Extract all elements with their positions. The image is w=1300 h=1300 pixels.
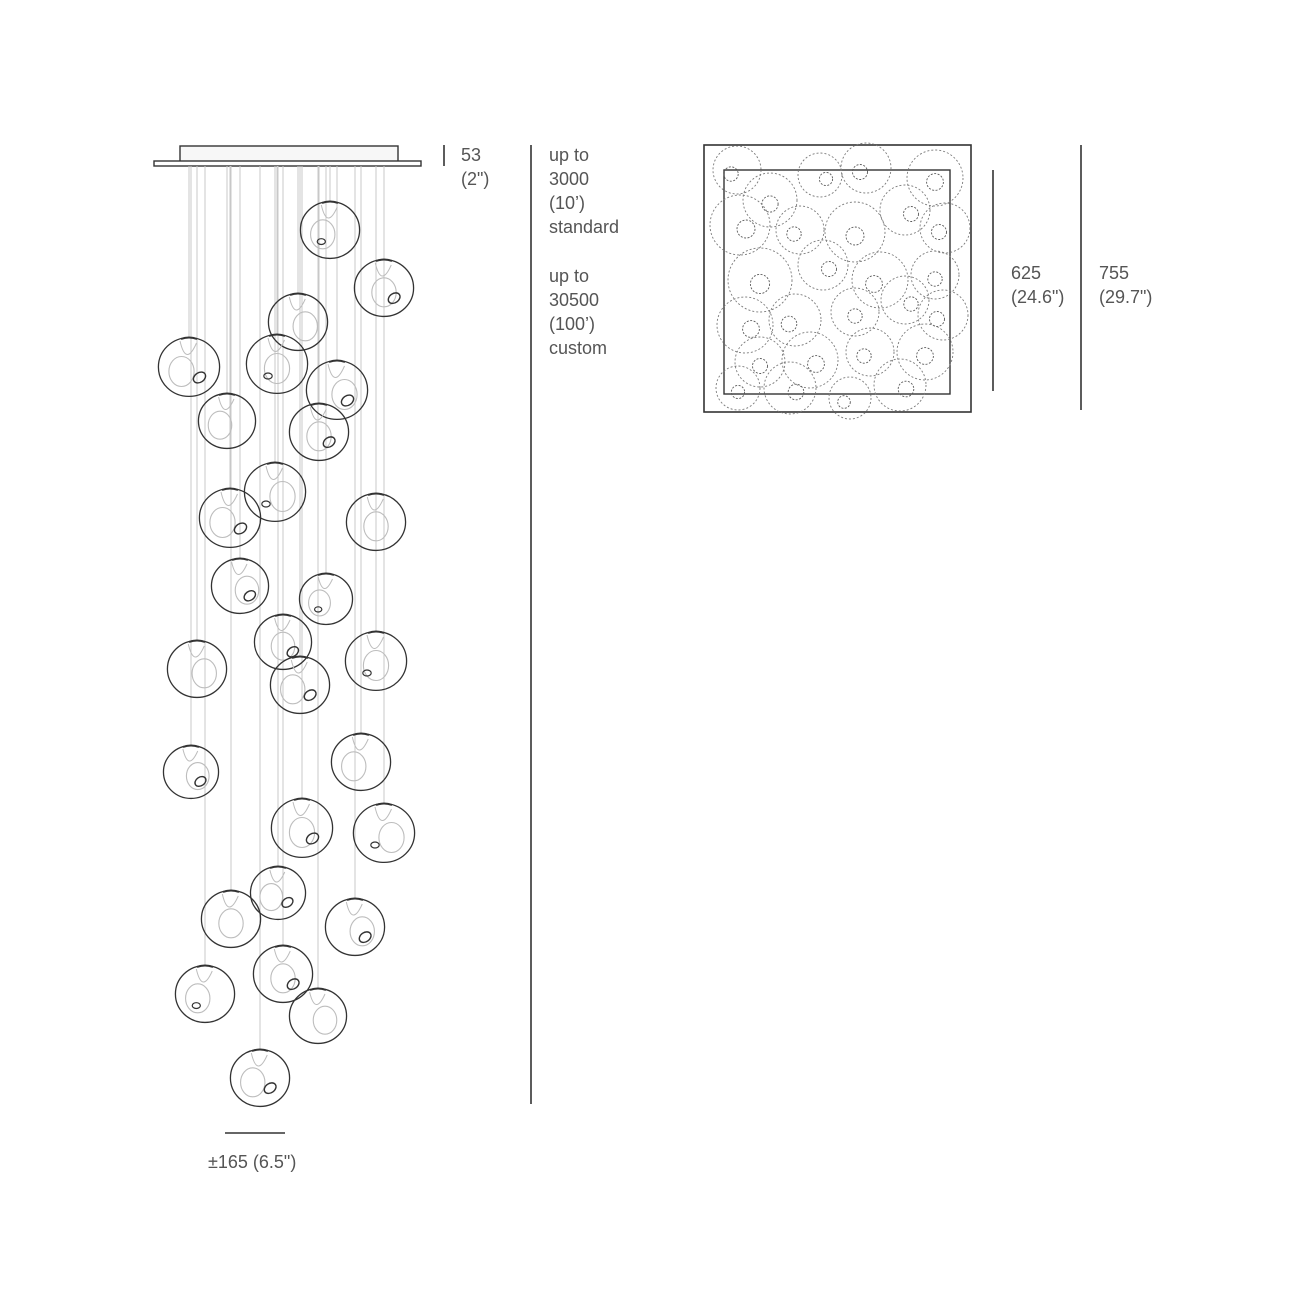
glass-globes xyxy=(157,200,416,1108)
glass-globe xyxy=(210,557,270,615)
plan-globe-outline xyxy=(824,201,886,263)
plan-globe-outline xyxy=(828,376,872,420)
glass-globe xyxy=(267,292,329,352)
canopy-height-inch: (2") xyxy=(461,169,490,189)
custom-length-label: up to 30500 (100’) custom xyxy=(549,264,607,360)
glass-globe xyxy=(352,802,416,864)
glass-globe xyxy=(330,732,392,792)
glass-globe xyxy=(162,744,220,800)
glass-globe xyxy=(200,889,262,949)
standard-length-text: standard xyxy=(549,217,620,237)
plan-globe-outline xyxy=(919,202,971,254)
glass-globe xyxy=(166,639,228,699)
glass-globe xyxy=(299,200,361,260)
glass-globe xyxy=(324,897,386,957)
custom-length-mm: 30500 xyxy=(549,290,600,310)
plan-globe-outlines xyxy=(709,142,971,420)
plan-globe-outline xyxy=(763,361,817,415)
plan-globe-outline xyxy=(910,250,960,300)
glass-globe xyxy=(157,336,221,398)
glass-globe xyxy=(243,461,307,523)
outer-width-mm: 755 xyxy=(1099,263,1130,283)
glass-globe xyxy=(198,487,262,549)
plan-globe-outline xyxy=(797,152,843,198)
custom-length-text: custom xyxy=(549,338,608,358)
standard-length-label: up to 3000 (10’) standard xyxy=(549,143,619,239)
glass-globe xyxy=(270,797,334,859)
plan-globe-outline xyxy=(830,287,880,337)
plan-globe-outline xyxy=(873,358,927,412)
plan-globe-outline xyxy=(775,205,825,255)
canopy-plan-view xyxy=(703,142,972,420)
plan-globe-outline xyxy=(742,172,798,228)
plan-globe-outline xyxy=(734,336,786,388)
plan-globe-outline xyxy=(797,239,849,291)
plan-globe-outline xyxy=(715,365,761,411)
inner-width-inch: (24.6") xyxy=(1011,287,1065,307)
canopy-height-mm: 53 xyxy=(461,145,482,165)
plan-globe-outline xyxy=(768,293,822,347)
glass-globe xyxy=(288,987,348,1045)
glass-globe xyxy=(353,258,415,318)
glass-globe xyxy=(288,402,350,462)
glass-globe xyxy=(269,655,331,715)
canopy-elevation xyxy=(153,145,422,167)
canopy-height-label: 53 (2") xyxy=(461,143,489,191)
pendant-cables xyxy=(188,166,385,1049)
glass-globe xyxy=(253,613,313,671)
glass-globe xyxy=(197,392,257,450)
custom-length-prefix: up to xyxy=(549,266,590,286)
plan-globe-outline xyxy=(840,142,892,194)
plan-globe-outline xyxy=(879,184,931,236)
glass-globe xyxy=(174,964,236,1024)
glass-globe xyxy=(305,359,369,421)
plan-globe-outline xyxy=(896,323,954,381)
plan-globe-outline xyxy=(851,251,909,309)
glass-globe xyxy=(249,865,307,921)
globe-diameter-label: ±165 (6.5") xyxy=(208,1152,297,1172)
inner-width-mm: 625 xyxy=(1011,263,1042,283)
standard-length-mm: 3000 xyxy=(549,169,590,189)
glass-globe xyxy=(344,630,408,692)
standard-length-prefix: up to xyxy=(549,145,590,165)
plan-globe-outline xyxy=(709,194,771,256)
plan-globe-outline xyxy=(845,327,895,377)
outer-width-label: 755 (29.7") xyxy=(1099,261,1152,309)
custom-length-ft: (100’) xyxy=(549,314,596,334)
glass-globe xyxy=(245,333,309,395)
plan-globe-outline xyxy=(712,145,762,195)
plan-globe-outline xyxy=(880,275,930,325)
glass-globe xyxy=(229,1048,291,1108)
glass-globe xyxy=(252,944,314,1004)
plan-globe-outline xyxy=(781,331,839,389)
outer-width-inch: (29.7") xyxy=(1099,287,1153,307)
glass-globe xyxy=(298,572,354,626)
glass-globe xyxy=(345,492,407,552)
plan-globe-outline xyxy=(716,296,774,354)
plan-globe-outline xyxy=(906,149,964,207)
inner-width-label: 625 (24.6") xyxy=(1011,261,1064,309)
plan-globe-outline xyxy=(727,247,793,313)
standard-length-ft: (10’) xyxy=(549,193,586,213)
